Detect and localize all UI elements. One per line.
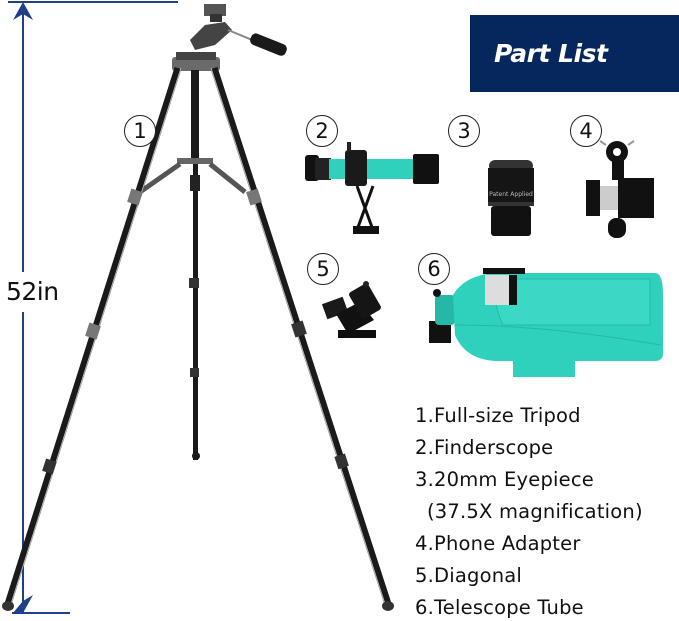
- dimension-line-lower: [22, 312, 24, 612]
- part-list-title: Part List: [494, 39, 608, 68]
- callout-3-eyepiece: 3: [448, 115, 480, 147]
- arrow-down-icon: [13, 595, 33, 613]
- finderscope-image: [305, 142, 439, 234]
- diagonal-image: [321, 281, 381, 338]
- dimension-top-cap: [8, 1, 178, 3]
- callout-5-diagonal: 5: [307, 253, 339, 285]
- callout-1-tripod: 1: [124, 115, 156, 147]
- height-label: 52in: [6, 277, 59, 306]
- parts-list-item-eyepiece-magnification: (37.5X magnification): [427, 500, 643, 523]
- parts-list-item-eyepiece: 3.20mm Eyepiece: [415, 468, 594, 491]
- parts-list-item-tripod: 1.Full-size Tripod: [415, 404, 581, 427]
- tripod-illustration: [2, 4, 394, 611]
- parts-list-item-finderscope: 2.Finderscope: [415, 436, 554, 459]
- callout-6-telescope-tube: 6: [418, 253, 450, 285]
- dimension-line-upper: [22, 4, 24, 272]
- eyepiece-image: Patent Applied: [488, 160, 534, 236]
- callout-2-finderscope: 2: [306, 115, 338, 147]
- callout-4-phone-adapter: 4: [570, 115, 602, 147]
- parts-list-item-diagonal: 5.Diagonal: [415, 564, 523, 587]
- part-list-banner: Part List: [470, 15, 679, 92]
- telescope-tube-image: [429, 268, 663, 377]
- parts-list-item-phone-adapter: 4.Phone Adapter: [415, 532, 581, 555]
- dimension-bottom-cap: [12, 612, 70, 614]
- eyepiece-label: Patent Applied: [489, 191, 533, 198]
- arrow-up-icon: [13, 2, 33, 20]
- parts-list-item-telescope-tube: 6.Telescope Tube: [415, 596, 584, 619]
- phone-adapter-image: [586, 140, 654, 238]
- parts-list: 1.Full-size Tripod 2.Finderscope 3.20mm …: [415, 400, 643, 621]
